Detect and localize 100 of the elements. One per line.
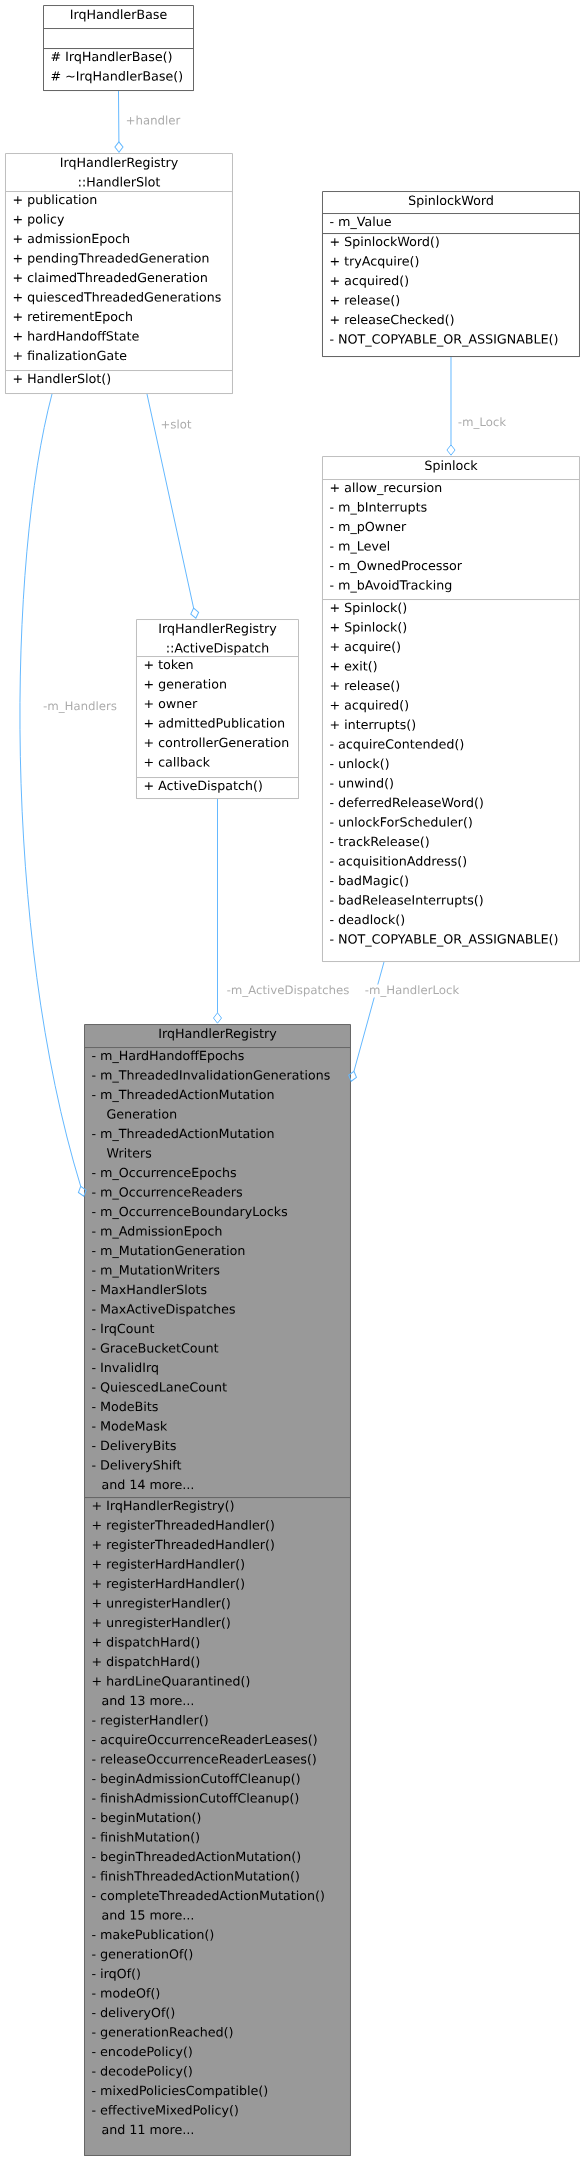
class-name: IrqHandlerRegistry <box>159 1028 277 1041</box>
member-entry: - DeliveryShift <box>92 1459 182 1473</box>
member-entry: + controllerGeneration <box>144 737 289 748</box>
method-list <box>43 48 194 91</box>
member-entry: - m_OccurrenceReaders <box>92 1186 242 1200</box>
member-entry: + ActiveDispatch() <box>144 780 262 793</box>
class-box <box>322 191 580 357</box>
member-entry: + registerHardHandler() <box>92 1558 244 1572</box>
member-entry: - m_Value <box>330 216 391 230</box>
member-entry: - m_OwnedProcessor <box>330 560 462 574</box>
attribute-list <box>5 191 233 371</box>
member-entry: + quiescedThreadedGenerations <box>13 291 221 305</box>
member-entry: - NOT_COPYABLE_OR_ASSIGNABLE() <box>330 333 558 347</box>
member-entry: + Spinlock() <box>330 621 407 635</box>
member-entry: - deadlock() <box>330 914 405 926</box>
member-entry: and 15 more... <box>102 1909 193 1920</box>
attribute-compartment <box>43 28 194 49</box>
member-entry: + policy <box>13 213 65 227</box>
attribute-list <box>322 479 580 600</box>
member-entry: - ModeBits <box>92 1401 158 1412</box>
class-name: IrqHandlerBase <box>71 9 167 22</box>
member-entry: + releaseChecked() <box>330 314 454 326</box>
member-entry: - m_ThreadedActionMutation Writers <box>92 1128 274 1158</box>
member-entry: - effectiveMixedPolicy() <box>92 2104 238 2118</box>
member-entry: + generation <box>144 678 226 692</box>
member-entry: - beginThreadedActionMutation() <box>92 1851 301 1864</box>
member-entry: - deferredReleaseWord() <box>330 797 483 809</box>
member-entry: - m_bAvoidTracking <box>330 579 452 593</box>
attribute-list <box>136 656 299 778</box>
member-entry: + hardLineQuarantined() <box>92 1675 250 1688</box>
edge-label: +slot <box>161 419 192 429</box>
member-entry: + IrqHandlerRegistry() <box>92 1500 234 1513</box>
member-entry: + HandlerSlot() <box>13 373 111 385</box>
member-entry: - mixedPoliciesCompatible() <box>92 2085 268 2098</box>
member-entry: - finishAdmissionCutoffCleanup() <box>92 1792 299 1806</box>
member-entry: + interrupts() <box>330 719 416 732</box>
member-entry: + owner <box>144 700 198 709</box>
member-entry: - m_MutationWriters <box>92 1264 220 1278</box>
member-entry: + callback <box>144 756 210 767</box>
member-entry: + token <box>144 659 193 670</box>
member-entry: - m_MutationGeneration <box>92 1245 245 1259</box>
member-entry: + registerHardHandler() <box>92 1578 244 1591</box>
attribute-list <box>322 213 580 234</box>
member-entry: - m_OccurrenceBoundaryLocks <box>92 1206 288 1220</box>
member-entry: - m_pOwner <box>330 521 407 535</box>
member-entry: - generationReached() <box>92 2026 233 2040</box>
member-entry: - unlock() <box>330 758 389 770</box>
member-entry: - NOT_COPYABLE_OR_ASSIGNABLE() <box>330 933 558 947</box>
member-entry: - decodePolicy() <box>92 2065 192 2079</box>
member-entry: - MaxHandlerSlots <box>92 1284 207 1295</box>
member-entry: + release() <box>330 294 400 307</box>
member-entry: + dispatchHard() <box>92 1636 200 1650</box>
aggregation-arrow <box>348 961 385 1082</box>
class-box <box>136 619 299 799</box>
member-entry: - unwind() <box>330 777 393 790</box>
member-entry: - makePublication() <box>92 1929 214 1941</box>
member-entry: + hardHandoffState <box>13 330 139 341</box>
edge-label: -m_Lock <box>458 417 507 429</box>
edge-label: -m_Handlers <box>43 701 117 713</box>
member-entry: # IrqHandlerBase() <box>51 51 172 64</box>
member-entry: + registerThreadedHandler() <box>92 1519 274 1533</box>
member-entry: - generationOf() <box>92 1948 193 1962</box>
attribute-list <box>84 1047 351 1498</box>
member-entry: - m_bInterrupts <box>330 501 427 515</box>
member-entry: - beginAdmissionCutoffCleanup() <box>92 1773 300 1786</box>
member-entry: + pendingThreadedGeneration <box>13 252 209 266</box>
member-entry: + tryAcquire() <box>330 255 419 269</box>
member-entry: + acquired() <box>330 275 408 288</box>
member-entry: and 14 more... <box>102 1479 193 1490</box>
method-list <box>5 370 233 394</box>
member-entry: and 11 more... <box>102 2124 193 2135</box>
member-entry: - registerHandler() <box>92 1714 208 1728</box>
member-entry: - m_AdmissionEpoch <box>92 1225 222 1239</box>
member-entry: # ~IrqHandlerBase() <box>51 70 183 84</box>
member-entry: + admissionEpoch <box>13 233 130 246</box>
aggregation-arrow <box>212 798 223 1024</box>
member-entry: + Spinlock() <box>330 602 407 615</box>
member-entry: - MaxActiveDispatches <box>92 1303 235 1317</box>
member-entry: - finishMutation() <box>92 1831 199 1844</box>
member-entry: + registerThreadedHandler() <box>92 1539 274 1552</box>
member-entry: + claimedThreadedGeneration <box>13 272 207 283</box>
member-entry: - irqOf() <box>92 1968 140 1981</box>
member-entry: - modeOf() <box>92 1987 160 2000</box>
member-entry: + dispatchHard() <box>92 1656 200 1669</box>
member-entry: - badMagic() <box>330 875 408 888</box>
member-entry: - acquisitionAddress() <box>330 855 467 869</box>
member-entry: and 13 more... <box>102 1695 193 1706</box>
member-entry: + SpinlockWord() <box>330 236 439 249</box>
method-list <box>322 233 580 357</box>
member-entry: - trackRelease() <box>330 836 429 848</box>
edge-label: +handler <box>126 115 181 125</box>
member-entry: - GraceBucketCount <box>92 1342 219 1353</box>
member-entry: - acquireOccurrenceReaderLeases() <box>92 1734 317 1747</box>
member-entry: - acquireContended() <box>330 738 464 752</box>
member-entry: - finishThreadedActionMutation() <box>92 1870 299 1883</box>
aggregation-arrow <box>19 393 87 1197</box>
class-name: IrqHandlerRegistry ::HandlerSlot <box>61 157 178 187</box>
member-entry: + publication <box>13 194 97 207</box>
method-list <box>322 599 580 962</box>
member-entry: - badReleaseInterrupts() <box>330 894 483 908</box>
